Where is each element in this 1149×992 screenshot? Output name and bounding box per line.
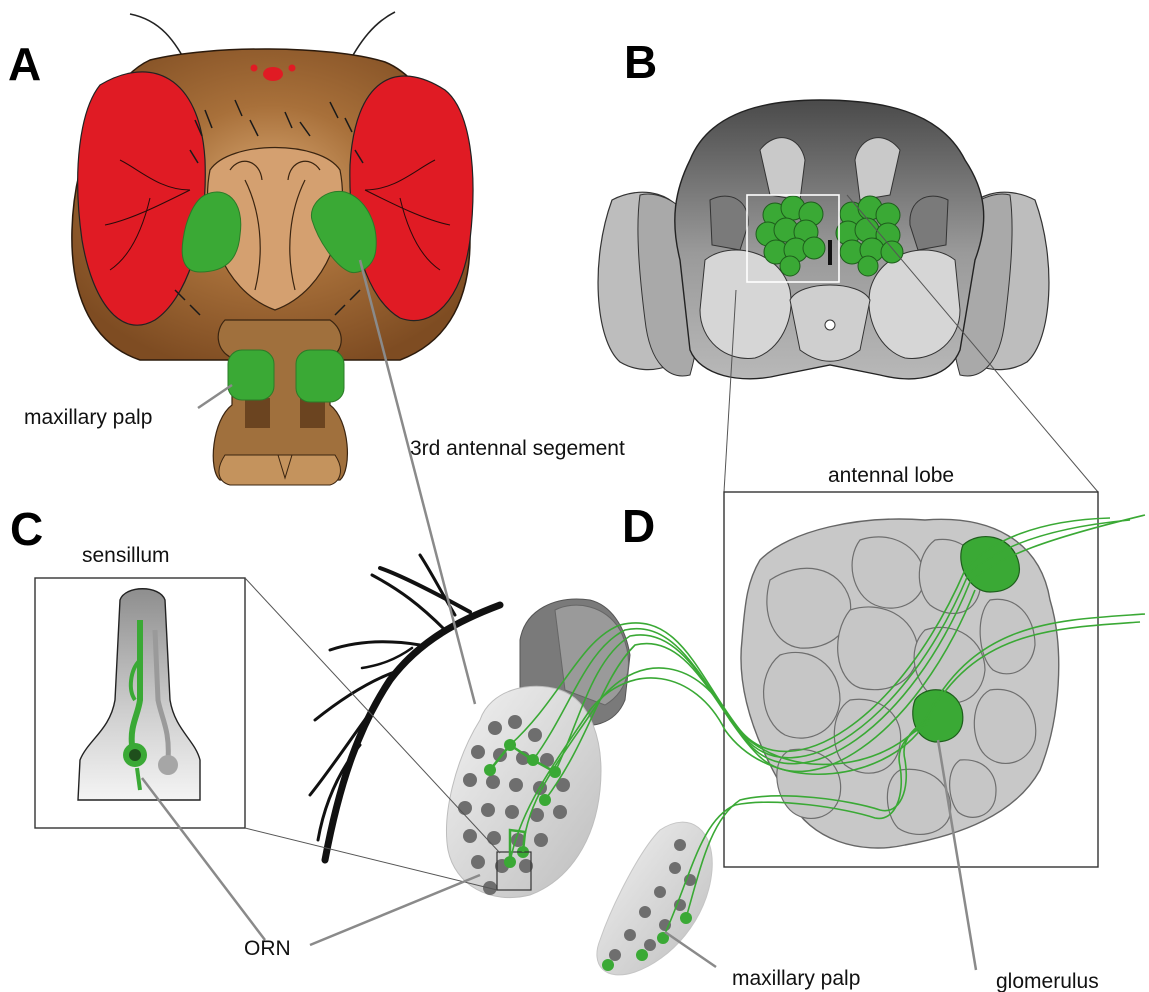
label-orn: ORN — [244, 937, 291, 960]
label-maxillary-palp-c: maxillary palp — [732, 967, 860, 990]
label-maxillary-palp-a: maxillary palp — [24, 406, 152, 429]
brain-illustration — [598, 100, 1049, 379]
panel-letter-b: B — [624, 36, 657, 88]
label-antennal-lobe: antennal lobe — [828, 464, 954, 487]
left-maxillary-palp — [228, 350, 274, 400]
label-third-antennal-segment: 3rd antennal segement — [410, 437, 625, 460]
antennal-lobe-detail — [724, 492, 1098, 867]
antenna-diagram — [310, 555, 712, 975]
panel-letter-a: A — [8, 38, 41, 90]
right-maxillary-palp — [296, 350, 344, 402]
panel-letter-c: C — [10, 503, 43, 555]
panel-letter-d: D — [622, 500, 655, 552]
label-sensillum: sensillum — [82, 544, 170, 567]
label-glomerulus: glomerulus — [996, 970, 1099, 992]
sensillum-inset — [35, 578, 245, 828]
